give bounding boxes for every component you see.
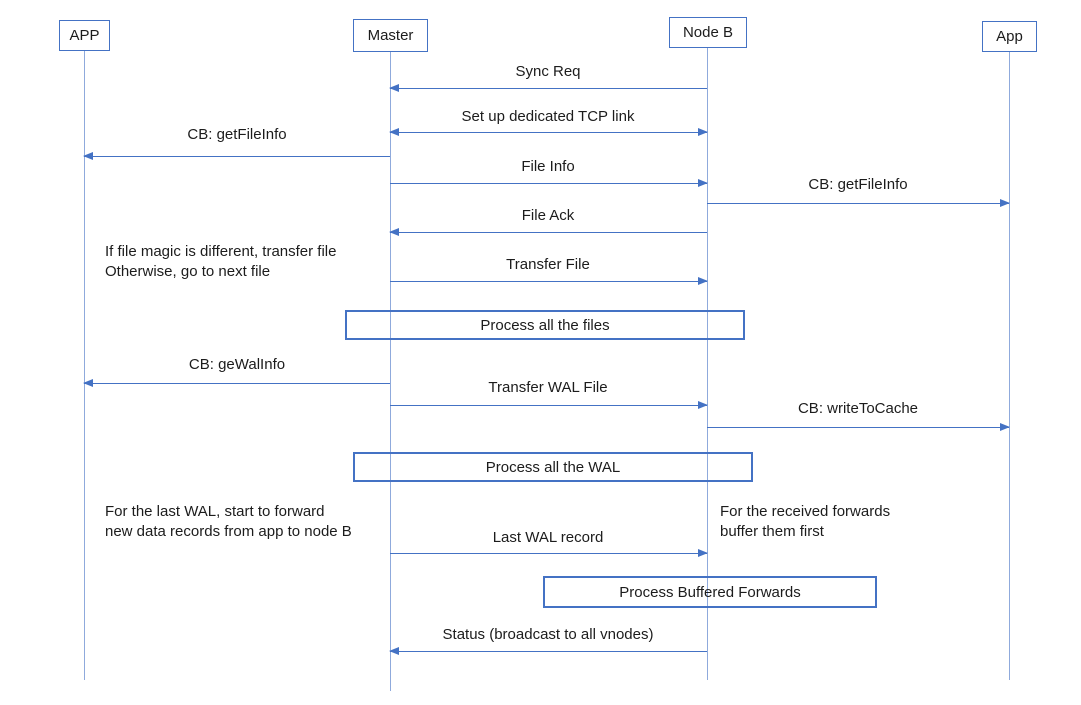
message-label-file-ack: File Ack	[521, 207, 575, 224]
message-label-cb-gewalinfo: CB: geWalInfo	[188, 356, 286, 373]
lifeline-node-b	[706, 48, 708, 680]
arrow-transfer-wal-file	[390, 400, 708, 409]
actor-master: Master	[353, 19, 428, 52]
actor-app-right: App	[982, 21, 1037, 52]
message-label-setup-tcp-link: Set up dedicated TCP link	[461, 108, 635, 125]
arrow-cb-getfileinfo-right	[707, 198, 1010, 207]
arrow-last-wal-record	[390, 548, 708, 557]
note-file-magic-line-2: Otherwise, go to next file	[105, 263, 271, 280]
process-box-all-wal: Process all the WAL	[353, 452, 753, 482]
note-received-forwards: For the received forwards buffer them fi…	[720, 502, 890, 542]
arrow-sync-req	[389, 83, 707, 92]
arrow-file-ack	[389, 227, 707, 236]
arrow-setup-tcp-link	[389, 127, 708, 136]
note-file-magic-line-1: If file magic is different, transfer fil…	[105, 243, 337, 260]
lifeline-app-right	[1008, 52, 1010, 680]
message-label-transfer-wal-file: Transfer WAL File	[488, 379, 608, 396]
arrow-cb-writetocache	[707, 422, 1010, 431]
message-label-cb-getfileinfo-left: CB: getFileInfo	[187, 126, 287, 143]
message-label-transfer-file: Transfer File	[506, 256, 590, 273]
note-last-wal-line-2: new data records from app to node B	[105, 523, 352, 540]
lifeline-master	[389, 52, 391, 691]
note-last-wal-forward: For the last WAL, start to forward new d…	[105, 502, 352, 542]
arrow-status-broadcast	[389, 646, 707, 655]
actor-app-left: APP	[59, 20, 110, 51]
actor-node-b: Node B	[669, 17, 747, 48]
note-last-wal-line-1: For the last WAL, start to forward	[105, 503, 325, 520]
process-box-buffered-forwards: Process Buffered Forwards	[543, 576, 877, 608]
note-received-forwards-line-1: For the received forwards	[720, 503, 891, 520]
message-label-cb-getfileinfo-right: CB: getFileInfo	[808, 176, 908, 193]
arrow-cb-gewalinfo	[83, 378, 390, 387]
arrow-cb-getfileinfo-left	[83, 151, 390, 160]
message-label-last-wal-record: Last WAL record	[492, 529, 604, 546]
note-received-forwards-line-2: buffer them first	[720, 523, 824, 540]
note-file-magic: If file magic is different, transfer fil…	[105, 242, 336, 282]
arrow-transfer-file	[390, 276, 708, 285]
arrow-file-info	[390, 178, 708, 187]
message-label-file-info: File Info	[521, 158, 575, 175]
message-label-sync-req: Sync Req	[515, 63, 581, 80]
message-label-cb-writetocache: CB: writeToCache	[797, 400, 919, 417]
lifeline-app-left	[83, 51, 85, 680]
message-label-status-broadcast: Status (broadcast to all vnodes)	[442, 626, 654, 643]
process-box-all-files: Process all the files	[345, 310, 745, 340]
